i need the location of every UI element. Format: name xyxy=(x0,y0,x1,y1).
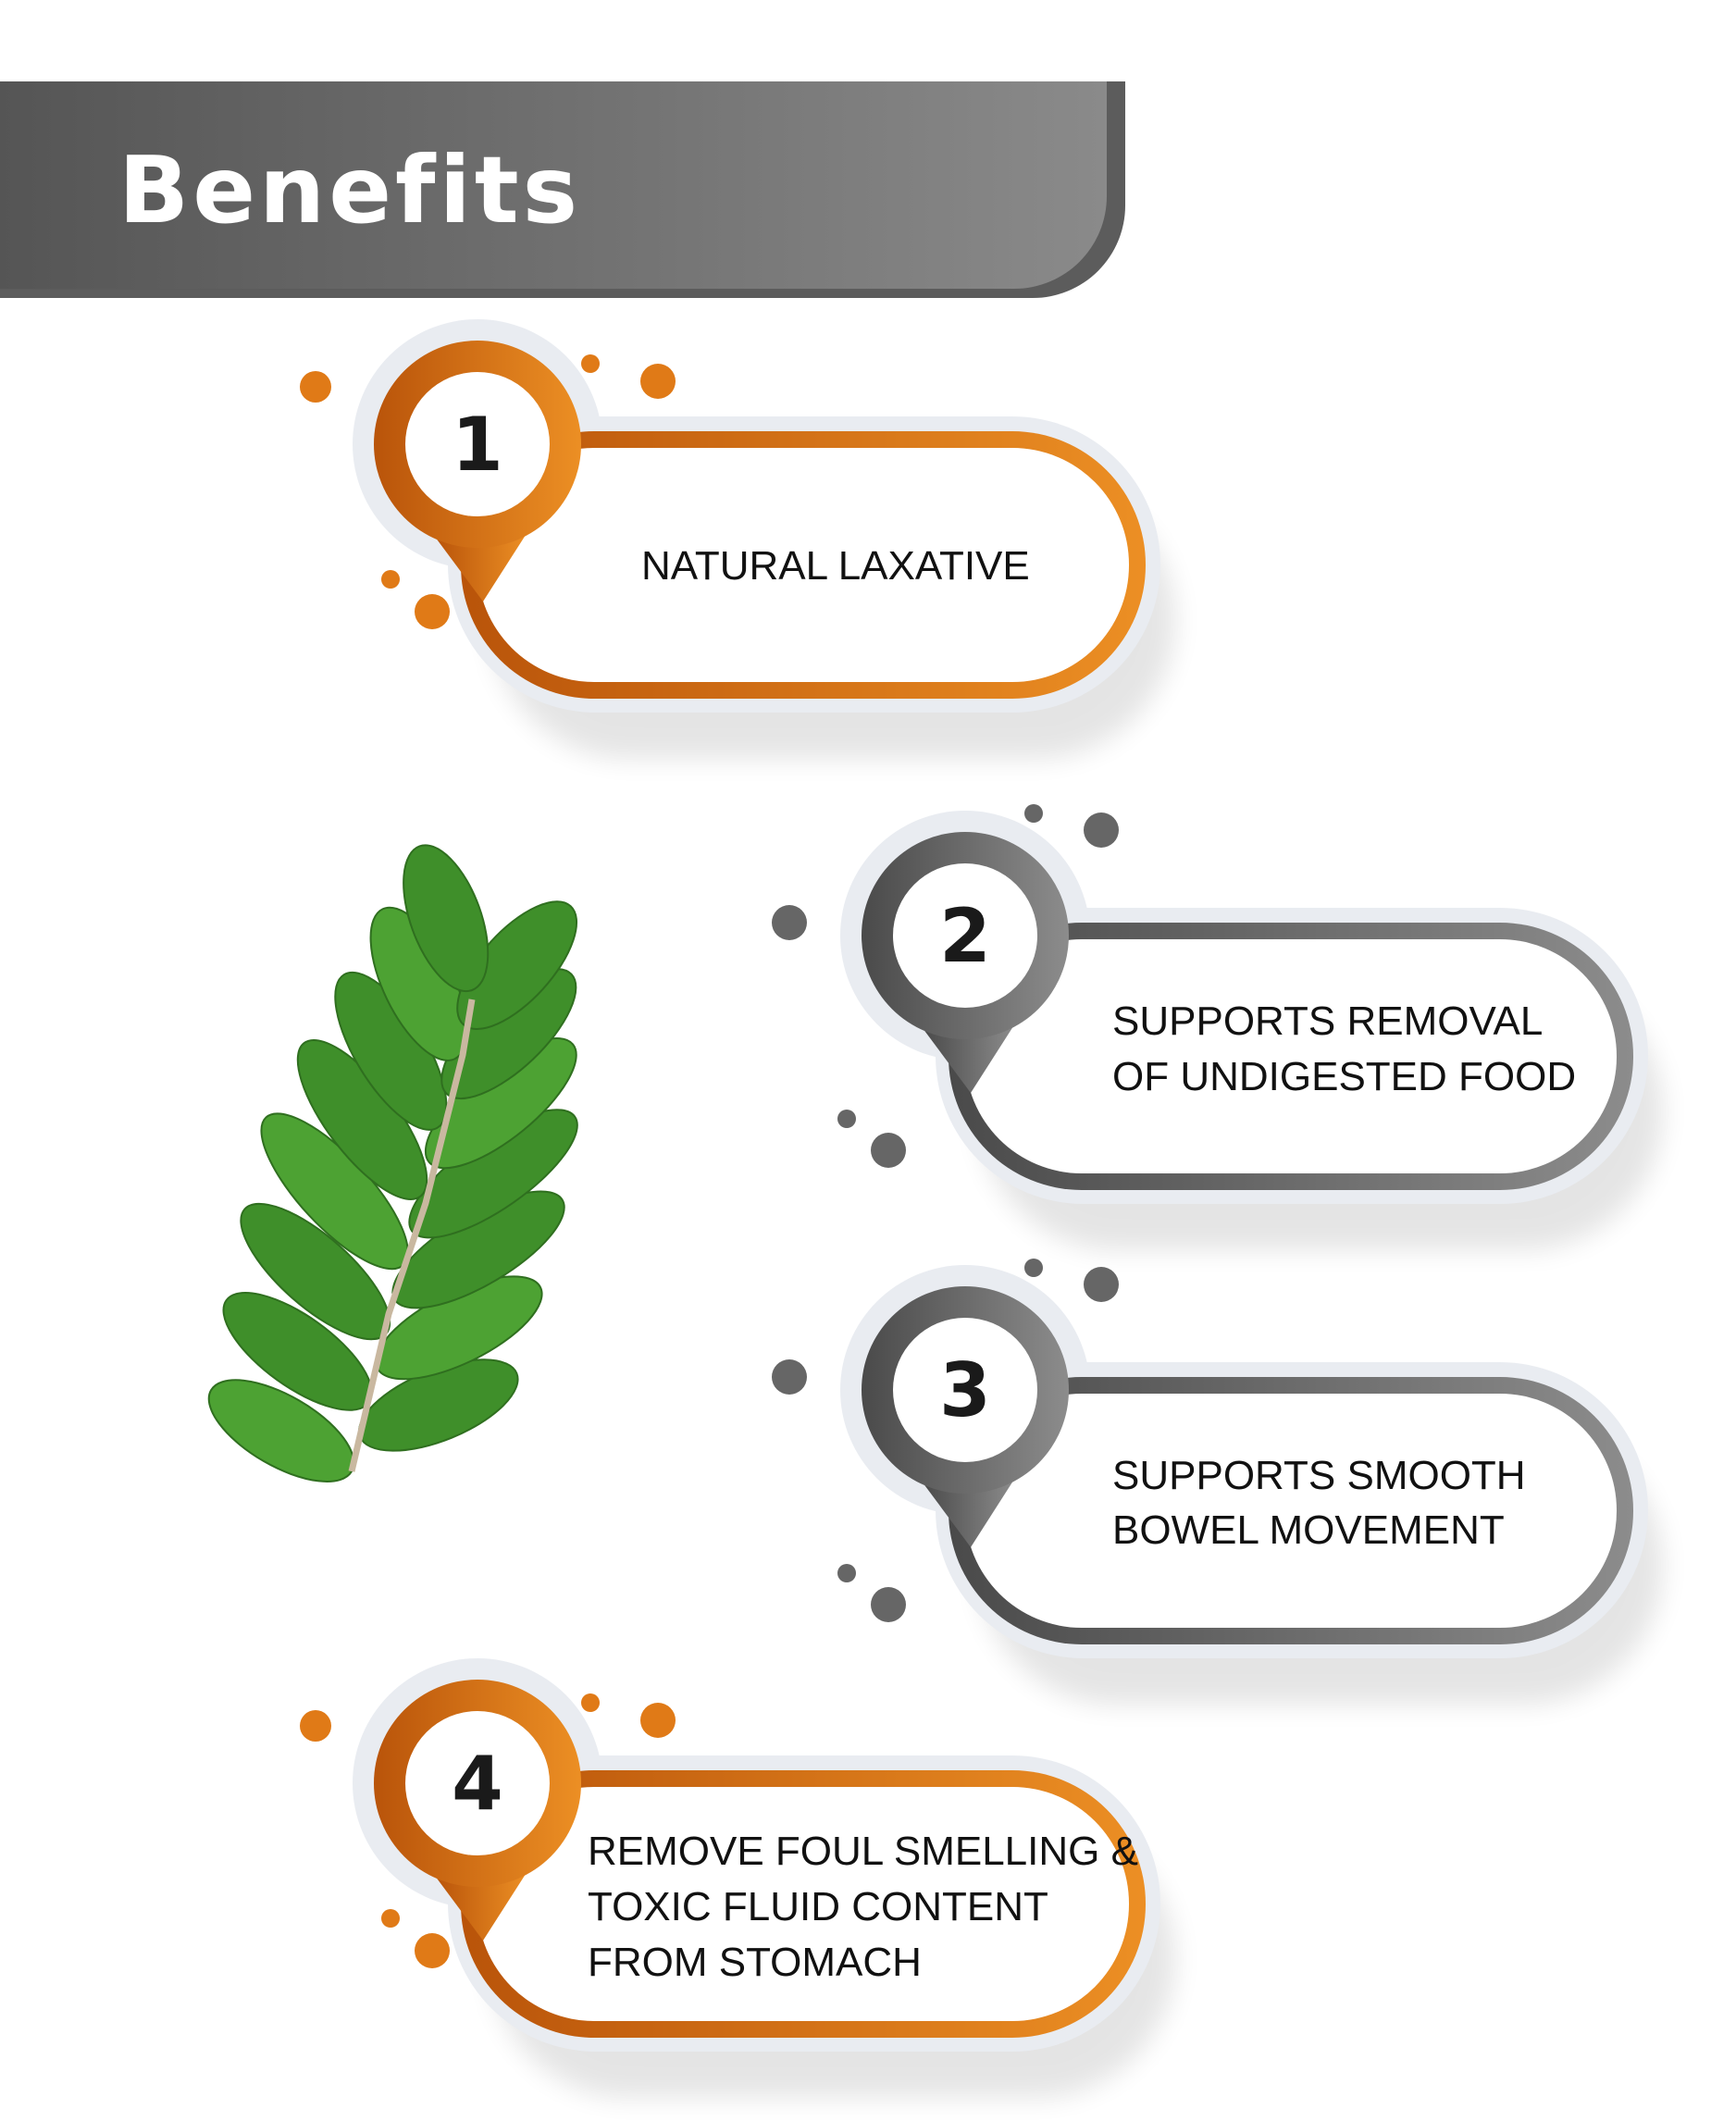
decorative-dot xyxy=(837,1564,856,1582)
decorative-dot xyxy=(415,1933,450,1968)
benefit-text-line: TOXIC FLUID CONTENT xyxy=(588,1884,1048,1929)
decorative-dot xyxy=(1024,1259,1043,1277)
decorative-dot xyxy=(381,1909,400,1928)
decorative-dot xyxy=(1084,1267,1119,1302)
benefit-text-line: SUPPORTS REMOVAL xyxy=(1112,998,1543,1044)
benefit-number: 3 xyxy=(939,1347,991,1433)
benefit-text-line: SUPPORTS SMOOTH xyxy=(1112,1453,1526,1498)
decorative-dot xyxy=(871,1133,906,1168)
decorative-dot xyxy=(640,1703,676,1738)
benefit-text-line: FROM STOMACH xyxy=(588,1940,922,1985)
leaflet xyxy=(403,844,490,993)
page-title: Benefits xyxy=(118,136,581,244)
pin-tip xyxy=(435,1871,527,1941)
leaf-illustration xyxy=(207,844,578,1482)
decorative-dot xyxy=(871,1587,906,1622)
decorative-dot xyxy=(300,371,331,403)
benefit-text-line: OF UNDIGESTED FOOD xyxy=(1112,1054,1576,1099)
leaflet xyxy=(456,900,578,1031)
pin-tip xyxy=(923,1023,1015,1093)
decorative-dot xyxy=(415,594,450,629)
decorative-dot xyxy=(1024,804,1043,823)
benefit-number: 4 xyxy=(452,1741,503,1827)
benefit-number: 1 xyxy=(452,402,503,488)
decorative-dot xyxy=(581,354,600,373)
decorative-dot xyxy=(837,1110,856,1128)
benefit-text-line: REMOVE FOUL SMELLING & xyxy=(588,1829,1138,1874)
benefit-text-line: NATURAL LAXATIVE xyxy=(641,543,1030,589)
benefit-number: 2 xyxy=(939,893,991,979)
decorative-dot xyxy=(640,364,676,399)
pin-tip xyxy=(923,1478,1015,1547)
leaf-stem xyxy=(348,998,476,1472)
pin-tip xyxy=(435,532,527,602)
benefit-text-line: BOWEL MOVEMENT xyxy=(1112,1507,1505,1553)
decorative-dot xyxy=(1084,812,1119,848)
decorative-dot xyxy=(772,1359,807,1395)
decorative-dot xyxy=(381,570,400,589)
decorative-dot xyxy=(772,905,807,940)
decorative-dot xyxy=(581,1693,600,1712)
decorative-dot xyxy=(300,1710,331,1742)
